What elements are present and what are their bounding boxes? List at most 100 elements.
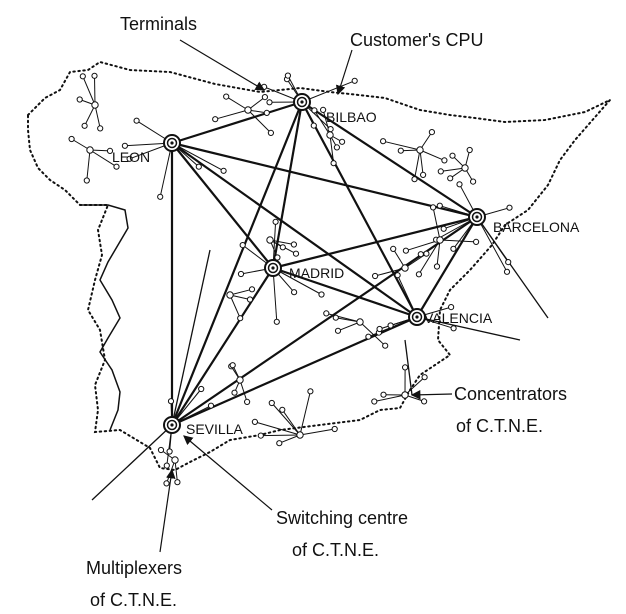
trunk-line-bilbao-barcelona: [301, 101, 478, 218]
switching-centre-inner-leon: [166, 137, 178, 149]
concentrator-node-16: [296, 431, 304, 439]
terminal-node-15-1: [423, 250, 430, 257]
terminal-node-10-1: [428, 129, 435, 136]
arrow-concentrators: [410, 389, 453, 400]
terminal-node-12-4: [433, 263, 441, 270]
terminal-link-6-2: [84, 104, 96, 127]
terminal-link-12-2: [418, 239, 441, 275]
trunk-line-leon-barcelona: [171, 141, 478, 219]
annotation-concentrators-1: Concentrators: [454, 384, 567, 404]
terminal-node-12-2: [415, 271, 422, 278]
annotation-switching-2: of C.T.N.E.: [292, 540, 379, 560]
coastline: [27, 60, 611, 472]
terminal-node-5-2: [163, 462, 170, 469]
city-label-barcelona: BARCELONA: [493, 219, 580, 235]
trunk-line-madrid-sevilla: [171, 267, 274, 426]
terminal-link-14-2: [335, 317, 361, 323]
terminal-link-11-4: [440, 167, 466, 172]
switching-centre-dot-leon: [170, 141, 174, 145]
terminal-node-20-1: [163, 480, 170, 487]
terminal-node-1-6: [327, 126, 334, 133]
terminal-link-16-3: [271, 402, 301, 436]
terminal-link-0-3: [171, 142, 224, 172]
terminal-node-1-1: [266, 99, 273, 106]
terminal-node-16-0: [257, 432, 264, 439]
concentrator-node-9: [326, 131, 334, 139]
terminal-node-20-0: [174, 479, 181, 486]
terminal-link-8-0: [215, 109, 249, 120]
annotation-switching-1: Switching centre: [276, 508, 408, 528]
terminal-link-16-5: [299, 428, 335, 436]
terminal-node-13-0: [292, 250, 300, 257]
terminal-node-2-3: [503, 268, 511, 275]
terminal-node-8-0: [212, 116, 219, 123]
terminal-node-7-2: [68, 135, 75, 143]
terminal-link-18-2: [239, 379, 248, 403]
terminal-node-4-0: [387, 322, 394, 329]
arrow-multiplexers: [159, 468, 176, 553]
terminal-node-6-4: [79, 73, 86, 80]
switching-centre-dot-madrid: [271, 266, 275, 270]
terminal-node-11-4: [437, 168, 444, 175]
city-label-madrid: MADRID: [289, 265, 344, 281]
terminal-node-6-0: [91, 72, 98, 79]
terminal-link-10-4: [419, 149, 445, 161]
terminal-node-17-1: [380, 391, 387, 398]
terminal-link-20-0: [174, 459, 178, 483]
trunk-line-leon-madrid: [171, 142, 274, 269]
terminal-node-10-4: [441, 157, 448, 164]
terminal-link-1-5: [301, 80, 355, 103]
terminal-link-10-5: [419, 149, 424, 175]
terminal-link-6-4: [82, 76, 96, 106]
terminal-node-6-2: [81, 122, 88, 129]
terminal-node-5-0: [166, 448, 173, 455]
terminal-node-3-2: [237, 270, 245, 278]
terminal-node-4-5: [365, 333, 372, 340]
terminal-link-10-3: [414, 149, 421, 180]
concentrator-node-20: [171, 456, 179, 464]
trunk-line-valencia-barcelona: [416, 216, 478, 318]
terminal-link-7-0: [86, 149, 91, 181]
terminal-node-19-2: [237, 315, 244, 322]
arrow-customers-cpu: [335, 49, 353, 96]
terminal-node-1-2: [284, 72, 291, 79]
terminal-node-3-1: [273, 318, 280, 325]
terminal-node-5-1: [167, 398, 175, 405]
concentrator-node-17: [401, 391, 409, 399]
terminal-node-8-4: [263, 109, 270, 117]
terminal-link-15-2: [374, 267, 406, 277]
switching-centre-dot-valencia: [415, 315, 419, 319]
trunk-line-leon-valencia: [171, 142, 418, 318]
terminal-link-17-4: [374, 394, 406, 402]
terminal-node-13-1: [279, 244, 286, 251]
concentrator-node-12: [436, 236, 444, 244]
terminal-node-16-6: [279, 406, 286, 413]
terminal-node-9-4: [339, 138, 346, 145]
trunk-line-madrid-barcelona: [272, 215, 478, 270]
terminal-node-16-4: [276, 440, 283, 447]
terminal-link-12-3: [432, 207, 441, 241]
terminal-node-3-4: [272, 218, 279, 225]
trunk-line-bilbao-valencia: [301, 101, 418, 318]
concentrator-node-14: [356, 318, 364, 326]
terminal-node-7-1: [106, 147, 114, 154]
terminal-node-6-1: [76, 96, 83, 103]
annotation-multiplexers-1: Multiplexers: [86, 558, 182, 578]
terminal-link-2-6: [476, 216, 509, 263]
city-label-leon: LEON: [112, 149, 150, 165]
terminal-link-9-1: [313, 110, 331, 136]
terminal-node-9-3: [333, 144, 340, 151]
terminal-node-0-5: [157, 193, 164, 200]
terminal-node-0-3: [220, 167, 227, 174]
terminal-node-8-1: [223, 93, 230, 100]
concentrator-node-15: [401, 264, 409, 272]
terminal-node-2-6: [505, 259, 512, 266]
terminal-node-17-4: [371, 398, 378, 405]
switching-centre-inner-barcelona: [471, 211, 483, 223]
terminal-node-11-3: [447, 175, 454, 182]
terminal-node-13-2: [274, 254, 281, 261]
switching-centre-dot-sevilla: [170, 423, 174, 427]
terminal-node-17-3: [421, 398, 428, 405]
